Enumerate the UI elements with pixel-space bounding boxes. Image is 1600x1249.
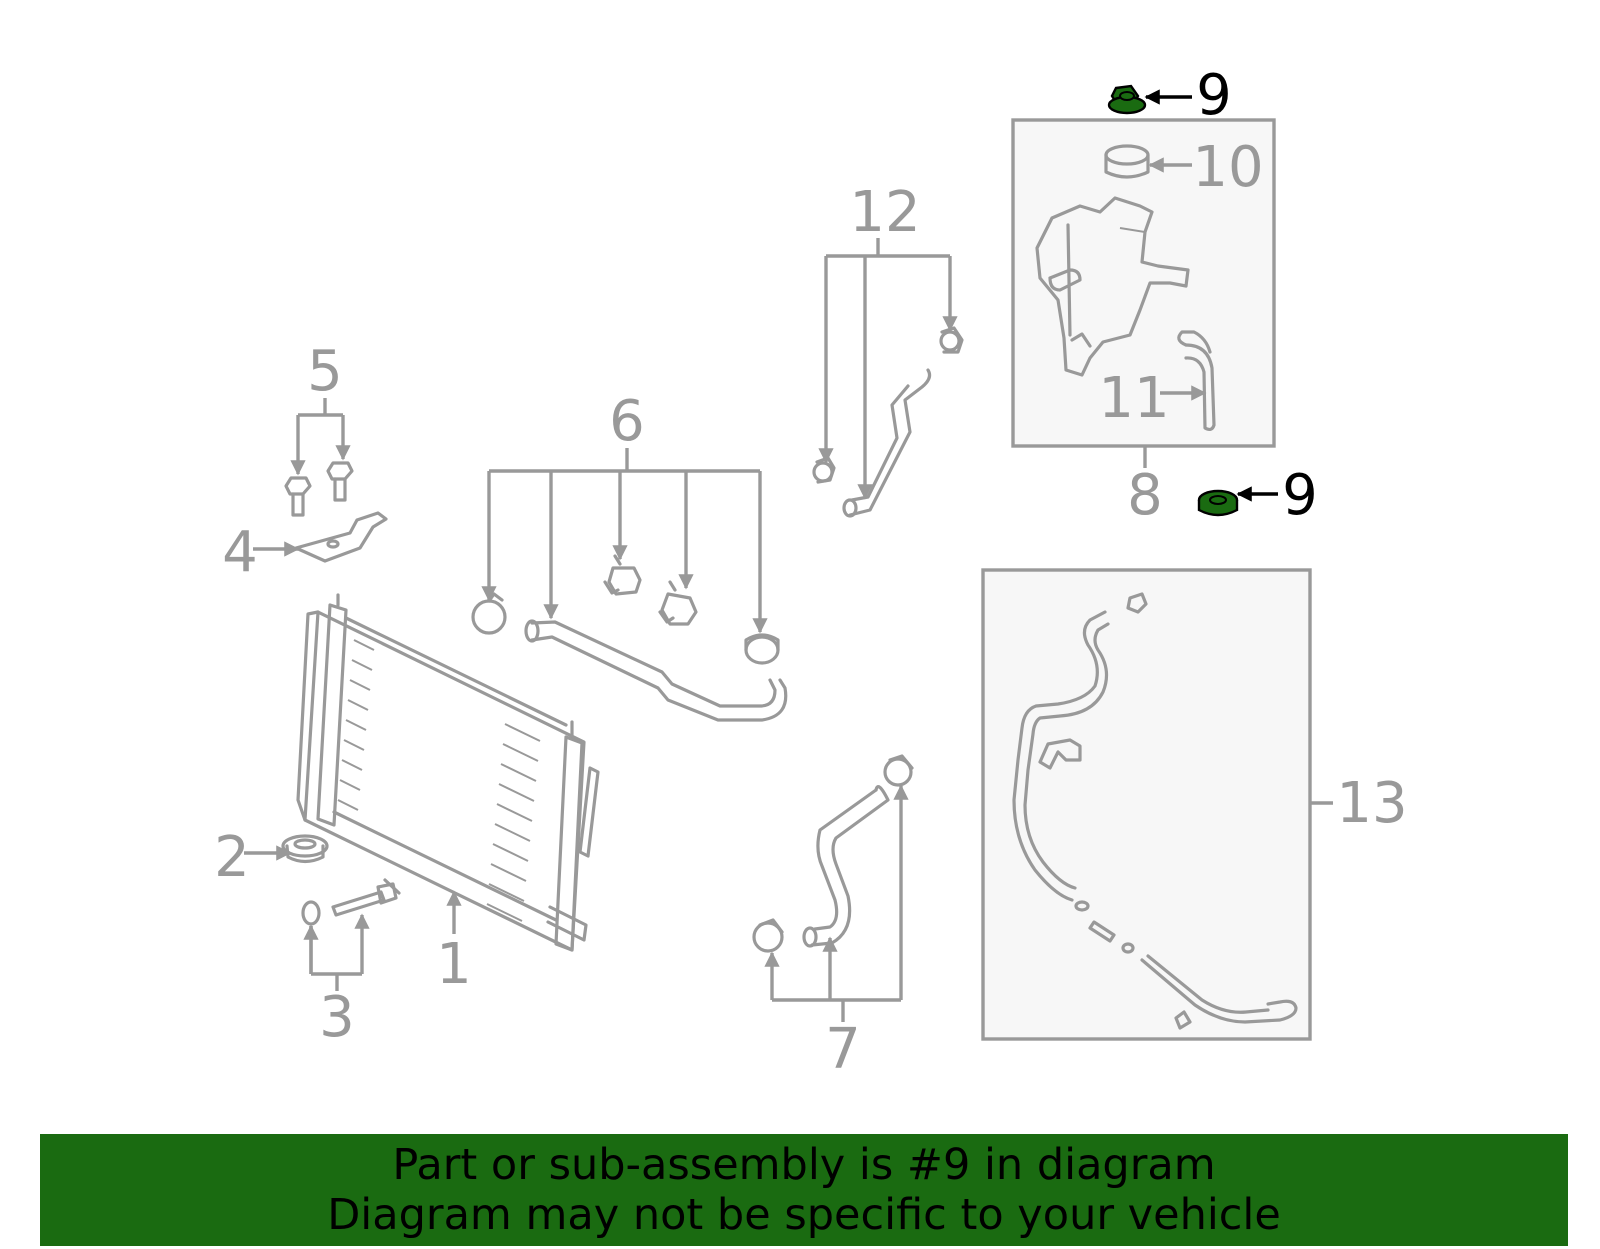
leader-lines (244, 89, 1333, 1022)
callout-9-bottom: 9 (1282, 463, 1318, 528)
radiator-cap-part (281, 834, 329, 864)
callout-2: 2 (214, 825, 250, 890)
banner-line-disclaimer: Diagram may not be specific to your vehi… (327, 1190, 1281, 1240)
reservoir-cap-part (1104, 144, 1150, 179)
overflow-hose-part (812, 326, 964, 518)
fastener-part-9-top (1107, 84, 1147, 115)
upper-hose-part (471, 554, 788, 722)
bolts-part (284, 461, 354, 517)
bracket-part (294, 511, 388, 563)
radiator-part (296, 593, 600, 952)
callout-4: 4 (222, 520, 258, 585)
callout-9-top: 9 (1196, 63, 1232, 128)
lower-hose-part (752, 754, 914, 953)
callout-1: 1 (436, 932, 472, 997)
info-banner: Part or sub-assembly is #9 in diagram Di… (40, 1134, 1568, 1246)
callout-6: 6 (609, 389, 645, 454)
callout-13: 13 (1336, 771, 1407, 836)
hose-assembly-box (981, 568, 1312, 1041)
reservoir-hose-part (1177, 330, 1216, 432)
banner-line-part-number: Part or sub-assembly is #9 in diagram (392, 1140, 1216, 1190)
callout-5: 5 (307, 339, 343, 404)
drain-plug-part (301, 878, 401, 926)
callout-7: 7 (825, 1017, 861, 1082)
callout-3: 3 (319, 985, 355, 1050)
fastener-part-9-bottom (1197, 489, 1239, 517)
callout-12: 12 (849, 180, 920, 245)
callout-8: 8 (1127, 463, 1163, 528)
callout-10: 10 (1192, 135, 1263, 200)
callout-11: 11 (1098, 366, 1169, 431)
